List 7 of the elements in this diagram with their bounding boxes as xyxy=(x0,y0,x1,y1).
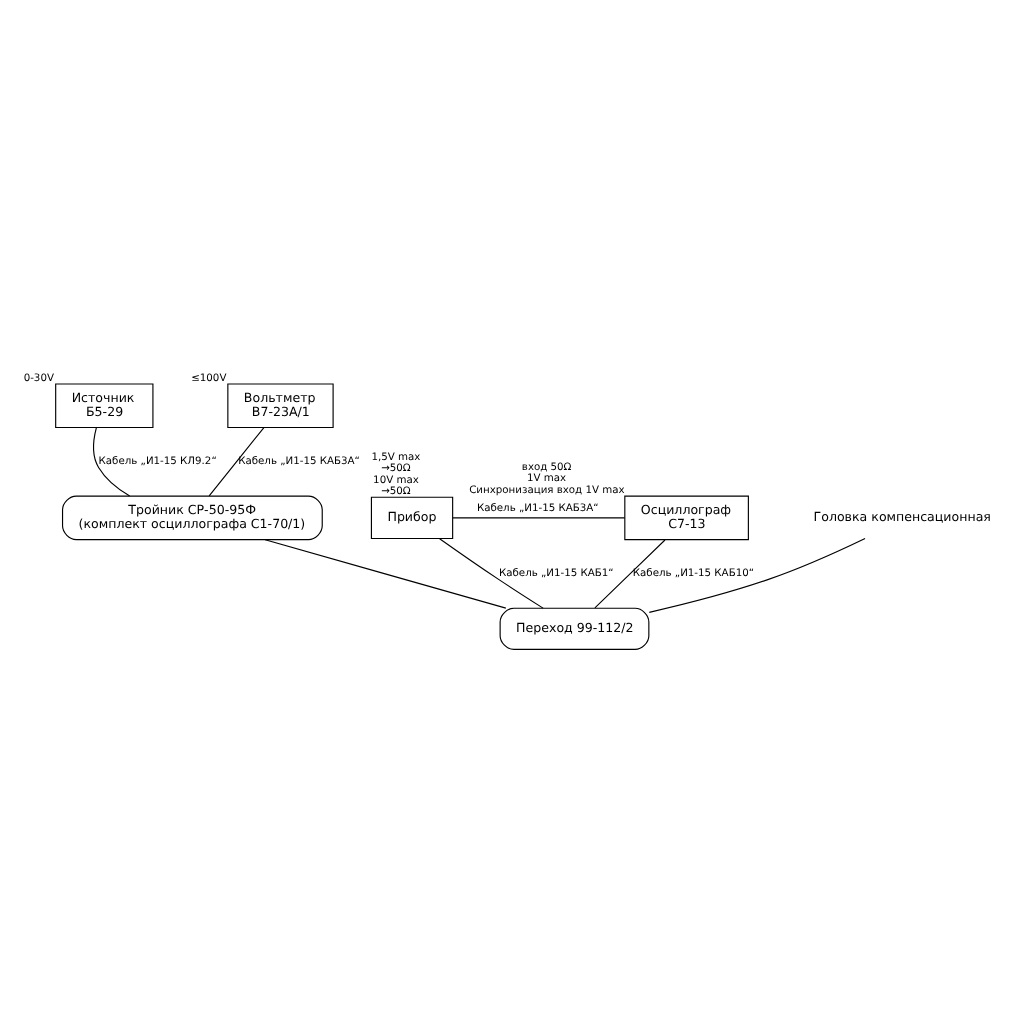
connector xyxy=(439,537,544,608)
connector xyxy=(208,426,265,496)
connector xyxy=(452,516,626,518)
connector xyxy=(648,536,866,612)
connector xyxy=(594,538,666,608)
connector xyxy=(264,538,507,608)
connector xyxy=(93,426,131,496)
